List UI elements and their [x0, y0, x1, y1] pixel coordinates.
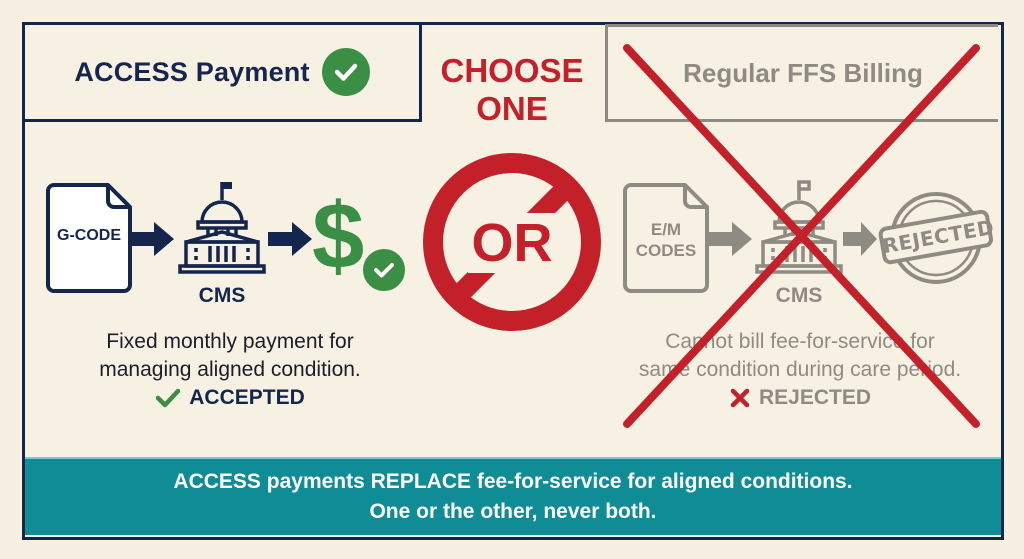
g-code-label: G-CODE — [57, 227, 121, 244]
cms-building-icon — [755, 180, 843, 276]
summary-line1: ACCESS payments REPLACE fee-for-service … — [173, 470, 853, 493]
accepted-status: ACCEPTED — [40, 384, 420, 412]
checkmark-icon — [155, 388, 181, 408]
summary-line2: One or the other, never both. — [369, 500, 657, 523]
x-mark-icon — [730, 388, 750, 408]
em-label: E/M — [650, 220, 682, 239]
prohibition-icon: OR — [421, 151, 603, 333]
ffs-caption-line2: same condition during care period. — [638, 358, 962, 381]
access-caption-line1: Fixed monthly payment for — [106, 330, 354, 353]
cms-label: CMS — [775, 284, 823, 307]
choose-line1: CHOOSE — [440, 52, 584, 89]
cms-building-icon — [178, 180, 266, 276]
regular-ffs-title: Regular FFS Billing — [683, 57, 923, 88]
rejected-status: REJECTED — [600, 384, 1000, 412]
access-caption: Fixed monthly payment for managing align… — [40, 328, 420, 412]
arrow-right-icon — [843, 220, 879, 258]
document-icon: G-CODE — [46, 183, 132, 293]
choose-line2: ONE — [476, 90, 548, 127]
access-payment-header: ACCESS Payment — [22, 22, 422, 122]
ffs-caption: Cannot bill fee-for-service for same con… — [600, 328, 1000, 412]
check-circle-icon — [360, 246, 408, 294]
cms-label: CMS — [198, 284, 246, 307]
document-icon: E/M CODES — [623, 183, 709, 293]
choose-one-heading: CHOOSE ONE — [420, 52, 604, 128]
access-caption-line2: managing aligned condition. — [99, 358, 361, 381]
arrow-right-icon — [268, 220, 314, 258]
ffs-caption-line1: Cannot bill fee-for-service for — [665, 330, 935, 353]
arrow-right-icon — [130, 220, 176, 258]
rejected-label: REJECTED — [758, 386, 872, 409]
or-label: OR — [467, 213, 557, 273]
arrow-right-icon — [708, 220, 754, 258]
summary-banner: ACCESS payments REPLACE fee-for-service … — [25, 457, 1001, 535]
rejected-stamp-icon: REJECTED — [878, 186, 996, 290]
regular-ffs-header: Regular FFS Billing — [605, 24, 998, 122]
access-payment-title: ACCESS Payment — [74, 56, 310, 87]
dollar-sign: $ — [312, 183, 365, 288]
check-circle-icon — [321, 48, 370, 96]
em-codes-label: E/M CODES — [623, 219, 709, 261]
codes-label: CODES — [635, 241, 697, 260]
accepted-label: ACCEPTED — [189, 386, 305, 409]
dollar-check-icon: $ — [312, 183, 408, 294]
